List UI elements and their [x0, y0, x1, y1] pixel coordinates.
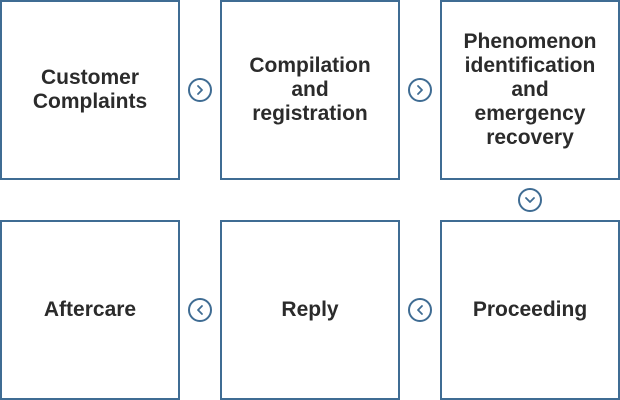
- step-label: Compilation and registration: [249, 54, 371, 125]
- step-label: Proceeding: [472, 298, 588, 321]
- step-reply: Reply: [220, 220, 400, 400]
- chevron-right-icon: [188, 78, 212, 102]
- step-proceeding: Proceeding: [440, 220, 620, 400]
- step-label: Aftercare: [43, 298, 137, 321]
- chevron-right-icon: [408, 78, 432, 102]
- step-label: Reply: [281, 298, 339, 321]
- chevron-left-icon: [188, 298, 212, 322]
- step-label: Phenomenon identification and emergency …: [463, 30, 597, 149]
- chevron-down-icon: [518, 188, 542, 212]
- chevron-left-icon: [408, 298, 432, 322]
- step-phenomenon-identification: Phenomenon identification and emergency …: [440, 0, 620, 180]
- step-compilation-and-registration: Compilation and registration: [220, 0, 400, 180]
- step-label: Customer Complaints: [32, 66, 148, 113]
- step-customer-complaints: Customer Complaints: [0, 0, 180, 180]
- step-aftercare: Aftercare: [0, 220, 180, 400]
